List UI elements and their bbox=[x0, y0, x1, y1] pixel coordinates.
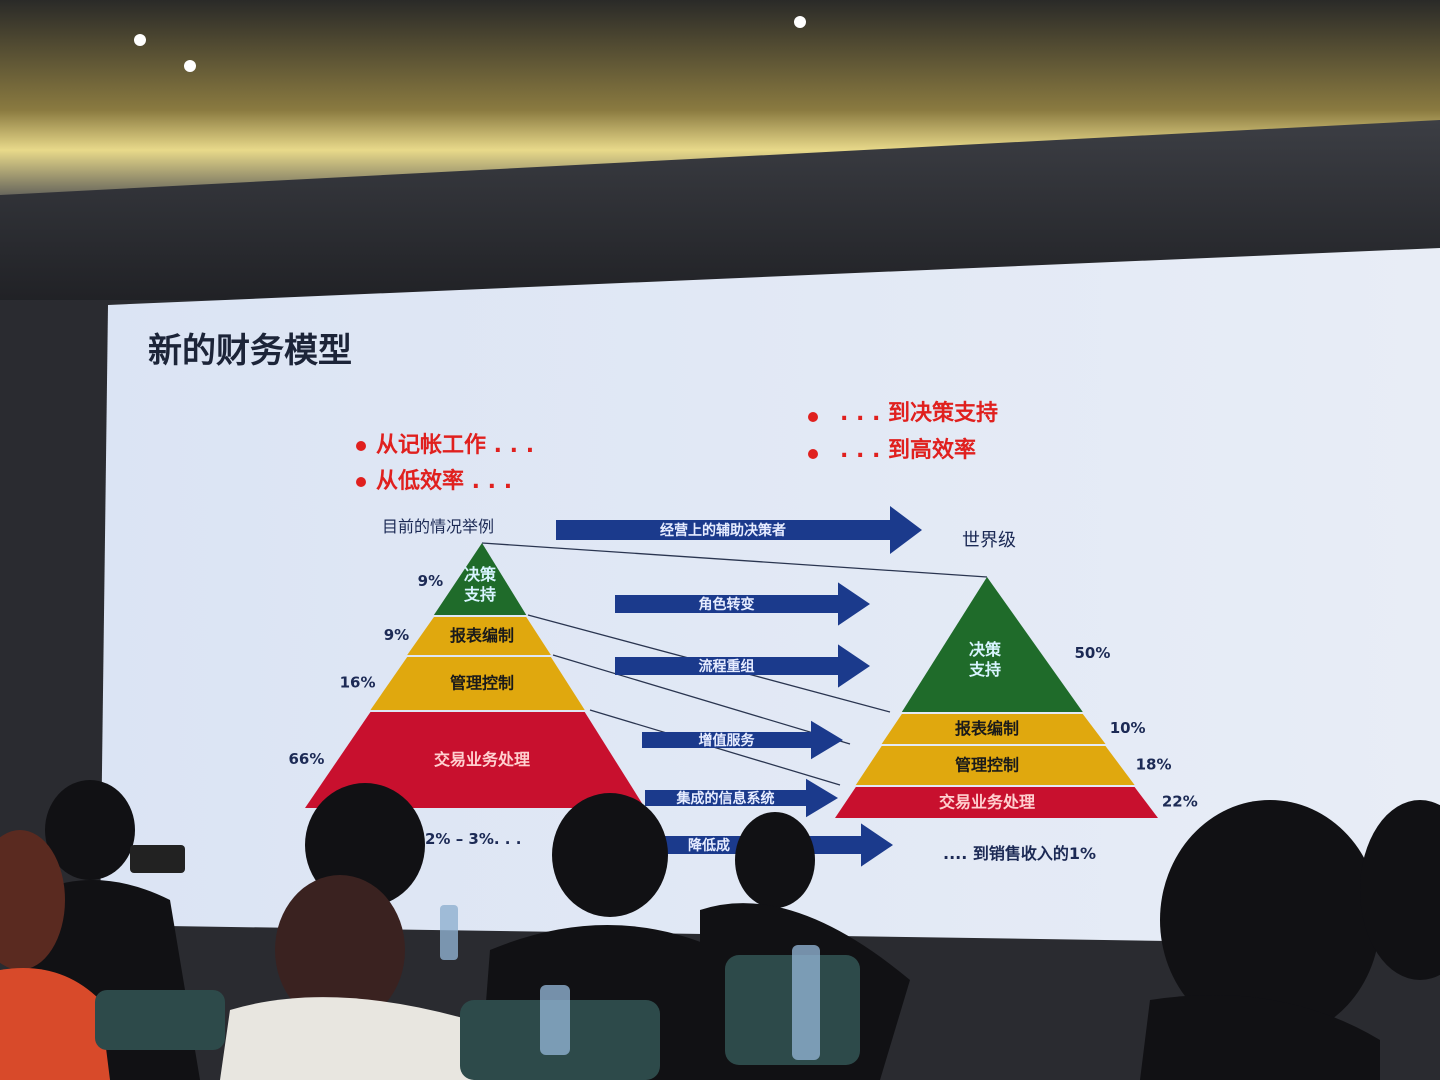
audience-head bbox=[0, 830, 65, 970]
arrow-label: 降低成 bbox=[688, 837, 730, 854]
arrow-label: 集成的信息系统 bbox=[676, 790, 775, 807]
pyramid-layer-label: 报表编制 bbox=[450, 626, 514, 645]
arrow bbox=[615, 582, 870, 626]
bullet-left-2: 从低效率 . . . bbox=[376, 468, 512, 494]
pyramid-layer-label: 支持 bbox=[463, 585, 496, 604]
ceiling-light bbox=[134, 34, 146, 46]
pyramid-layer-label: 决策 bbox=[969, 640, 1002, 659]
pyramid-layer-label: 决策 bbox=[464, 565, 497, 584]
arrow bbox=[556, 506, 922, 554]
pyramid-percent: 22% bbox=[1162, 793, 1198, 811]
cost-current: 2% – 3%. . . bbox=[425, 830, 521, 848]
pyramid-layer-label: 交易业务处理 bbox=[939, 793, 1035, 812]
pyramid-layer bbox=[901, 577, 1083, 712]
bullet-dot bbox=[808, 449, 818, 459]
cost-world-class: .... 到销售收入的1% bbox=[943, 844, 1096, 863]
connector-line bbox=[552, 654, 851, 745]
pyramid-layer-label: 管理控制 bbox=[955, 756, 1019, 775]
ceiling-light bbox=[794, 16, 806, 28]
audience-head bbox=[45, 780, 135, 880]
ceiling-light bbox=[184, 60, 196, 72]
bullet-dot bbox=[356, 441, 366, 451]
phone bbox=[130, 845, 185, 873]
current-label: 目前的情况举例 bbox=[382, 517, 494, 536]
arrow-label: 增值服务 bbox=[699, 732, 756, 749]
bullet-dot bbox=[356, 477, 366, 487]
water-bottle bbox=[540, 985, 570, 1055]
pyramid-layer bbox=[855, 746, 1135, 785]
audience-head bbox=[735, 812, 815, 908]
audience-head bbox=[1360, 800, 1440, 980]
audience-body bbox=[0, 968, 110, 1080]
pyramid-percent: 18% bbox=[1136, 756, 1172, 774]
arrow-label: 流程重组 bbox=[699, 658, 755, 675]
pyramid-layer-label: 管理控制 bbox=[450, 674, 514, 693]
pyramid-layer-label: 报表编制 bbox=[955, 719, 1019, 738]
pyramid-layer bbox=[835, 787, 1158, 818]
arrow bbox=[642, 720, 843, 760]
pyramid-layer bbox=[370, 657, 585, 710]
pyramid-layer bbox=[881, 714, 1106, 744]
wall bbox=[0, 120, 1440, 310]
bullet-right-2: . . . 到高效率 bbox=[840, 437, 976, 463]
audience-body bbox=[220, 997, 500, 1080]
audience bbox=[0, 780, 1440, 1080]
slide: 新的财务模型 从记帐工作 . . . 从低效率 . . . . . . 到决策支… bbox=[148, 331, 1198, 867]
pyramid-percent: 66% bbox=[288, 750, 324, 768]
pyramid-layer-label: 支持 bbox=[968, 660, 1001, 679]
bullet-right-1: . . . 到决策支持 bbox=[840, 400, 998, 426]
connector-line bbox=[481, 542, 988, 578]
pyramid-layer bbox=[305, 712, 645, 808]
bullet-left-1: 从记帐工作 . . . bbox=[376, 433, 534, 458]
pyramid-percent: 16% bbox=[340, 674, 376, 692]
arrow bbox=[645, 778, 838, 818]
bullet-dot bbox=[808, 412, 818, 422]
pyramid-percent: 50% bbox=[1074, 644, 1110, 662]
chair bbox=[95, 990, 225, 1050]
pyramid-layer bbox=[433, 543, 527, 615]
arrow bbox=[615, 644, 870, 688]
water-bottle bbox=[792, 945, 820, 1060]
pyramid-percent: 9% bbox=[384, 626, 409, 644]
pyramid-percent: 10% bbox=[1110, 719, 1146, 737]
world-class-label: 世界级 bbox=[962, 530, 1016, 551]
slide-title: 新的财务模型 bbox=[148, 331, 352, 371]
pyramid-percent: 9% bbox=[418, 572, 443, 590]
pyramid-layer-label: 交易业务处理 bbox=[434, 750, 530, 769]
audience-head bbox=[275, 875, 405, 1025]
audience-body bbox=[1140, 995, 1380, 1080]
audience-head bbox=[552, 793, 668, 917]
arrow-label: 经营上的辅助决策者 bbox=[660, 522, 786, 539]
pyramid-layer bbox=[407, 617, 551, 655]
arrow-label: 角色转变 bbox=[699, 596, 755, 613]
current-pyramid: 决策支持 9% 报表编制 9% 管理控制 16% 交易业务处理 66% bbox=[288, 543, 645, 808]
audience-head bbox=[1160, 800, 1380, 1040]
water-bottle bbox=[440, 905, 458, 960]
world-class-pyramid: 决策支持 50% 报表编制 10% 管理控制 18% 交易业务处理 22% bbox=[835, 577, 1198, 818]
